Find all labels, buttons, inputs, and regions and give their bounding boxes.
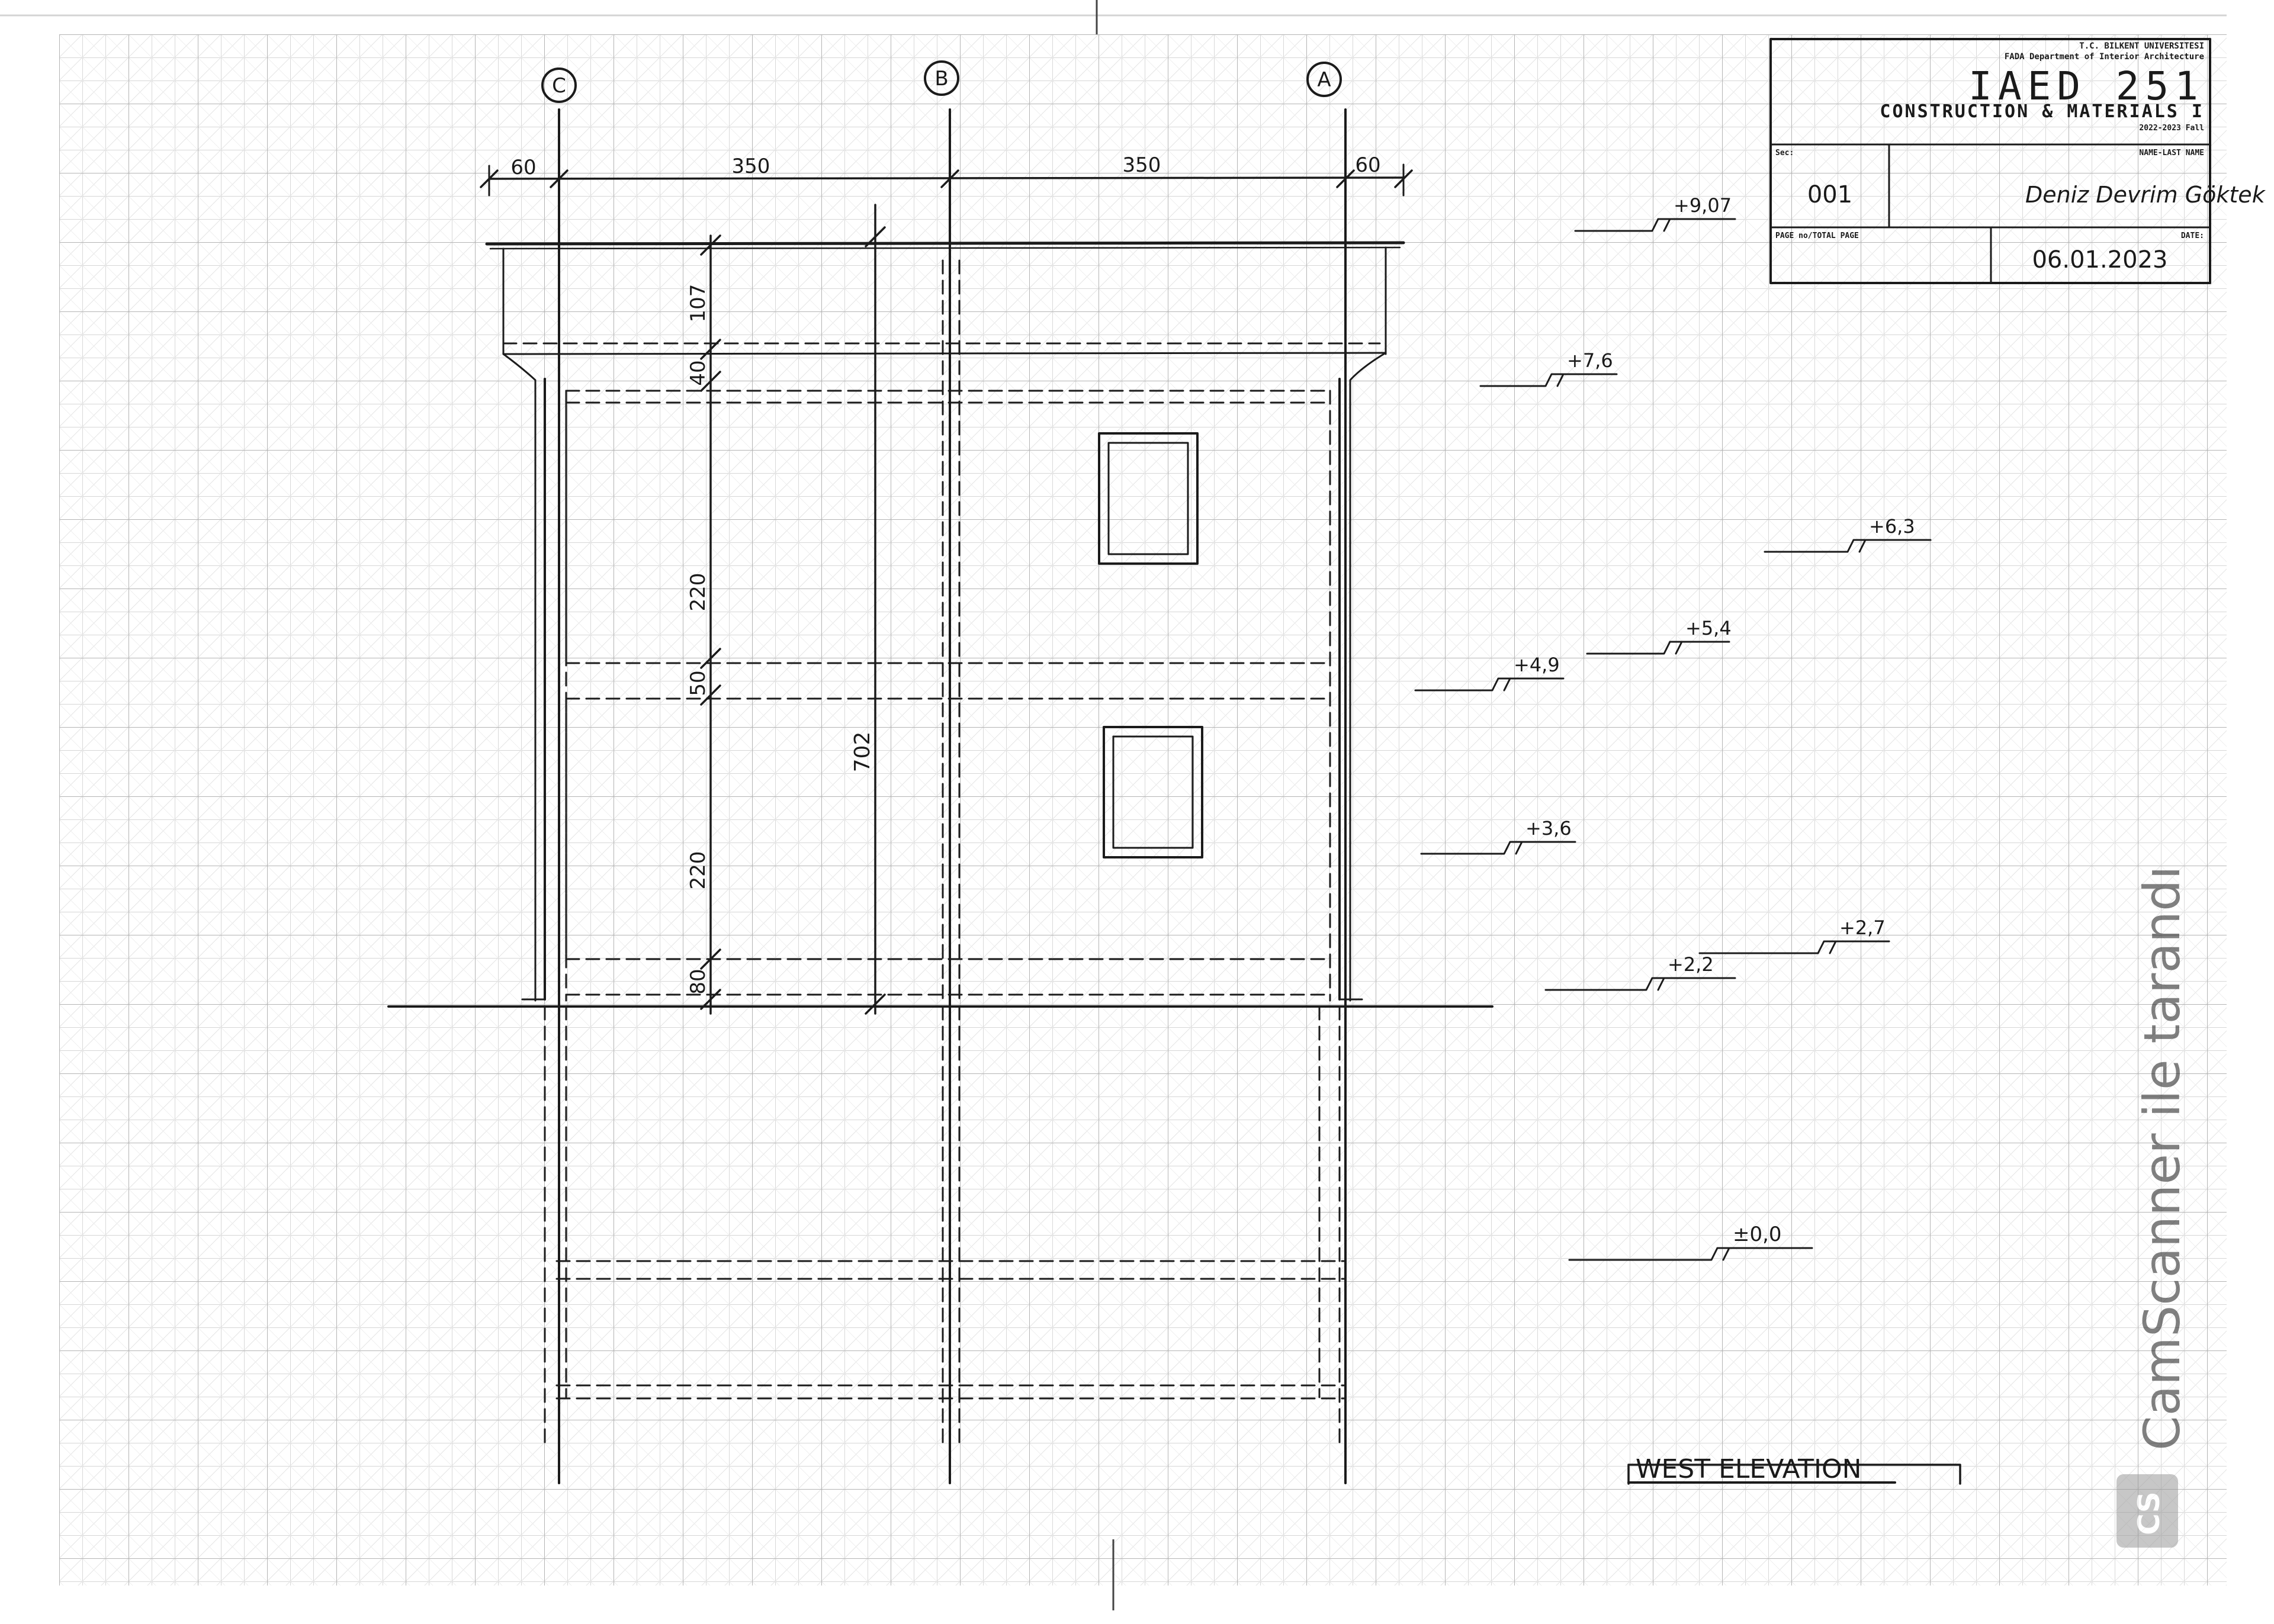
- axis-labels: C B A: [552, 67, 1331, 98]
- term: 2022-2023 Fall: [2139, 124, 2204, 133]
- watermark-text: CamScanner ile tarandı: [2133, 866, 2191, 1451]
- level-marker-0-0: [1568, 1247, 1813, 1261]
- course-name: CONSTRUCTION & MATERIALS I: [1880, 101, 2204, 122]
- drawing-title-frame: [1627, 1464, 1961, 1485]
- level-label-0-0: ±0,0: [1733, 1223, 1782, 1246]
- page-label: PAGE no/TOTAL PAGE: [1775, 231, 1859, 240]
- parapet-cap-line: [489, 246, 1401, 250]
- axis-label-a: A: [1317, 68, 1331, 92]
- parapet-top-line: [485, 241, 1405, 246]
- level-label-6-3: +6,3: [1869, 515, 1915, 538]
- axis-label-c: C: [552, 74, 566, 98]
- camscanner-logo-text: CS: [2132, 1491, 2166, 1535]
- window-upper-sash: [1107, 442, 1189, 555]
- left-cornice-profile: [502, 353, 537, 1002]
- axis-bubble-c: [541, 67, 577, 103]
- sec-label: Sec:: [1775, 149, 1794, 157]
- dim-label-220-lower: 220: [686, 851, 710, 890]
- level-marker-3-6: [1420, 841, 1576, 855]
- level-label-5-4: +5,4: [1685, 617, 1732, 639]
- name-label: NAME-LAST NAME: [2139, 149, 2204, 157]
- level-marker-4-9: [1414, 677, 1565, 692]
- overall-height-ticks: [865, 226, 886, 1015]
- axis-bubble-a: [1306, 62, 1342, 97]
- grid-paper-major: [59, 34, 2227, 1586]
- dim-label-40: 40: [686, 360, 710, 385]
- dim-label-60-left: 60: [510, 156, 536, 179]
- roof-slab-bottom: [502, 352, 1387, 355]
- dim-label-80: 80: [686, 969, 710, 994]
- level-marker-5-4: [1586, 641, 1730, 655]
- camscanner-logo-icon: [2116, 1474, 2178, 1548]
- dim-label-50: 50: [686, 670, 710, 696]
- west-elevation-drawing: [387, 38, 2211, 1485]
- dim-label-350-right: 350: [1123, 153, 1161, 177]
- level-label-2-2: +2,2: [1668, 953, 1714, 976]
- axis-label-b: B: [934, 67, 948, 91]
- dimension-ticks: [480, 169, 1413, 188]
- drawing-title: WEST ELEVATION: [1636, 1454, 1862, 1484]
- level-label-3-6: +3,6: [1525, 817, 1572, 840]
- horizontal-dimensions: 60 350 350 60: [510, 153, 1380, 179]
- dim-label-350-left: 350: [732, 155, 770, 178]
- level-marker-9-07: [1574, 218, 1736, 232]
- right-cornice-profile: [1349, 352, 1387, 1002]
- date-label: DATE:: [2181, 231, 2204, 240]
- faculty-name: FADA Department of Interior Architecture: [2005, 52, 2204, 62]
- window-lower-sash: [1112, 735, 1194, 849]
- level-marker-2-7: [1698, 940, 1890, 954]
- level-label-2-7: +2,7: [1839, 916, 1886, 939]
- dim-label-107: 107: [686, 284, 710, 323]
- window-lower-frame: [1103, 726, 1203, 858]
- level-labels: +9,07 +7,6 +6,3 +5,4 +4,9 +3,6 +2,7 +2,2…: [1514, 194, 1915, 1246]
- student-name: Deniz Devrim Göktek: [2025, 182, 2266, 208]
- section-number: 001: [1807, 181, 1852, 208]
- level-marker-7-6: [1479, 373, 1618, 387]
- level-label-4-9: +4,9: [1514, 654, 1560, 676]
- level-marker-6-3: [1764, 539, 1932, 553]
- axis-bubble-b: [924, 60, 959, 96]
- camscanner-watermark: CamScanner ile tarandı CS: [2116, 866, 2191, 1548]
- course-code: IAED 251: [1968, 63, 2204, 109]
- date-value: 06.01.2023: [2032, 246, 2167, 274]
- university-name: T.C. BILKENT UNIVERSITESI: [2079, 41, 2204, 51]
- level-marker-2-2: [1544, 977, 1736, 991]
- level-label-9-07: +9,07: [1674, 194, 1732, 217]
- dim-label-220-upper: 220: [686, 573, 710, 612]
- window-upper-frame: [1098, 432, 1199, 565]
- dim-label-702: 702: [850, 732, 875, 773]
- vertical-dim-ticks: [700, 234, 721, 1010]
- level-label-7-6: +7,6: [1567, 349, 1613, 372]
- dimension-chain-line: [488, 176, 1405, 180]
- vertical-dimensions: 107 40 220 50 220 80 702: [686, 284, 875, 995]
- dim-label-60-right: 60: [1355, 153, 1380, 177]
- title-block: T.C. BILKENT UNIVERSITESI FADA Departmen…: [1775, 41, 2266, 274]
